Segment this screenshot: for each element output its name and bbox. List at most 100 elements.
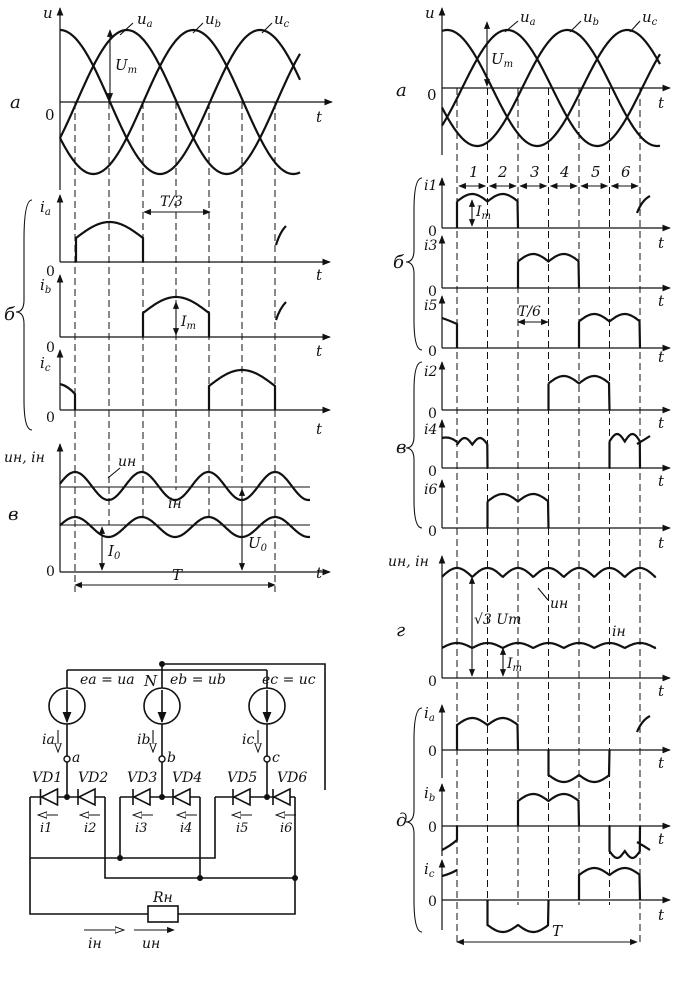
right-ia-zero: 0 — [428, 744, 437, 760]
right-i5-zero: 0 — [428, 344, 437, 360]
i4-label: i4 — [180, 821, 192, 836]
right-i6-label: i6 — [424, 482, 437, 498]
right-im-b-label: Im — [475, 204, 491, 222]
right-a-axis-label: u — [425, 4, 435, 22]
eb-label: eb = ub — [170, 672, 226, 688]
right-period-label: T — [552, 922, 563, 940]
right-i4-zero: 0 — [428, 464, 437, 480]
i6-label: i6 — [280, 821, 292, 836]
right-i1-t: t — [658, 234, 665, 252]
right-ub-curve — [441, 28, 661, 148]
left-panel-a: u а 0 t ua ub uc Um — [10, 4, 333, 190]
left-uc-curve — [59, 28, 301, 176]
vd3-symbol — [132, 787, 151, 807]
diode-bridge — [30, 787, 295, 807]
left-period-label: T — [172, 566, 183, 584]
right-i3-t: t — [658, 292, 665, 310]
left-ib-label: ib — [40, 276, 51, 296]
vd6-symbol — [272, 787, 291, 807]
right-i5-t: t — [658, 348, 665, 366]
left-v-letter: в — [8, 504, 18, 525]
left-ib-zero: 0 — [46, 340, 55, 356]
right-g-letter: г — [396, 620, 405, 641]
interval-5: 5 — [591, 163, 601, 181]
right-i3-curve — [516, 252, 581, 289]
vd4-label: VD4 — [172, 770, 202, 786]
interval-3: 3 — [530, 163, 540, 181]
left-un-label: uн — [118, 454, 136, 470]
right-i4-curve — [441, 432, 651, 469]
right-ia-label: ia — [424, 704, 435, 724]
vd5-symbol — [232, 787, 251, 807]
left-panel-b: б ia 0 t ib 0 t Im ic 0 t T/3 — [4, 194, 331, 438]
right-i3-zero: 0 — [428, 284, 437, 300]
left-ia-t: t — [316, 266, 323, 284]
right-uc-curve — [441, 28, 661, 148]
left-uc-label: uc — [274, 10, 290, 30]
interval-1: 1 — [469, 163, 479, 181]
right-panel-b: б 1 2 3 4 5 6 Im i1 0 t i3 0 t T/6 i5 0 … — [393, 163, 671, 366]
left-ua-curve — [60, 28, 302, 176]
right-ib-t: t — [658, 830, 665, 848]
right-i6-t: t — [658, 534, 665, 552]
right-sqrt3-um-label: √3 Um — [474, 612, 521, 628]
vd3-label: VD3 — [127, 770, 157, 786]
load-current-label: iн — [88, 936, 102, 952]
vd1-symbol — [39, 787, 59, 807]
right-i4-t: t — [658, 472, 665, 490]
vd4-symbol — [172, 787, 191, 807]
ea-label: ea = ua — [80, 672, 135, 688]
left-u0-label: U0 — [248, 534, 268, 554]
left-a-letter: а — [10, 92, 21, 113]
right-ua-curve — [441, 28, 661, 148]
right-ic-label: ic — [424, 860, 435, 880]
right-un-label: uн — [550, 596, 568, 612]
right-panel-v: в i2 0 t i4 0 t i6 0 t — [396, 361, 671, 552]
left-ua-label: ua — [137, 10, 153, 30]
diode-node-3.5 — [264, 794, 270, 800]
right-ib-label: ib — [424, 784, 435, 804]
right-um-label: Um — [491, 50, 513, 70]
left-v-zero: 0 — [46, 564, 55, 580]
load-resistor-label: Rн — [152, 890, 173, 906]
left-im-label: Im — [180, 314, 196, 332]
left-ub-label: ub — [205, 10, 221, 30]
right-ub-label: ub — [583, 8, 599, 28]
vd2-symbol — [77, 787, 96, 807]
vd5-label: VD5 — [227, 770, 257, 786]
ec-label: ec = uc — [262, 672, 316, 688]
phase-a-node: a — [72, 750, 80, 766]
vd1-label: VD1 — [32, 770, 62, 786]
right-a-zero: 0 — [427, 86, 437, 104]
right-g-t: t — [658, 682, 665, 700]
right-uc-label: uc — [642, 8, 658, 28]
left-un-curve — [59, 470, 311, 502]
phase-a-current: ia — [42, 732, 55, 748]
right-d-letter: д — [396, 810, 407, 831]
vd2-label: VD2 — [78, 770, 108, 786]
right-panel-a: u а 0 t ua ub uc Um — [396, 4, 671, 155]
right-ib-zero: 0 — [428, 820, 437, 836]
right-a-letter: а — [396, 80, 407, 101]
left-um-label: Um — [115, 56, 137, 76]
right-im-g-label: Im — [506, 656, 522, 674]
diode-node-1.5 — [64, 794, 70, 800]
phase-c-node: c — [272, 750, 280, 766]
right-g-zero: 0 — [428, 674, 437, 690]
diode-node-2.5 — [159, 794, 165, 800]
left-ic-t: t — [316, 420, 323, 438]
right-ic-t: t — [658, 906, 665, 924]
rectifier-circuit: N ea = ua eb = ub ec = uc ia a ib b ic c… — [29, 661, 326, 952]
left-dashed-lines — [74, 102, 276, 592]
left-a-t: t — [316, 108, 323, 126]
left-ia-curve — [74, 220, 287, 262]
right-ib-curve — [441, 792, 651, 860]
right-i5-curve — [441, 312, 642, 349]
left-in-curve — [59, 515, 311, 539]
phase-b-current: ib — [137, 732, 150, 748]
interval-4: 4 — [559, 163, 570, 181]
right-i2-curve — [547, 374, 611, 411]
source-b — [143, 687, 181, 725]
right-panel-d: д ia 0 t ib 0 t ic 0 t T — [396, 704, 671, 946]
right-ic-zero: 0 — [428, 894, 437, 910]
